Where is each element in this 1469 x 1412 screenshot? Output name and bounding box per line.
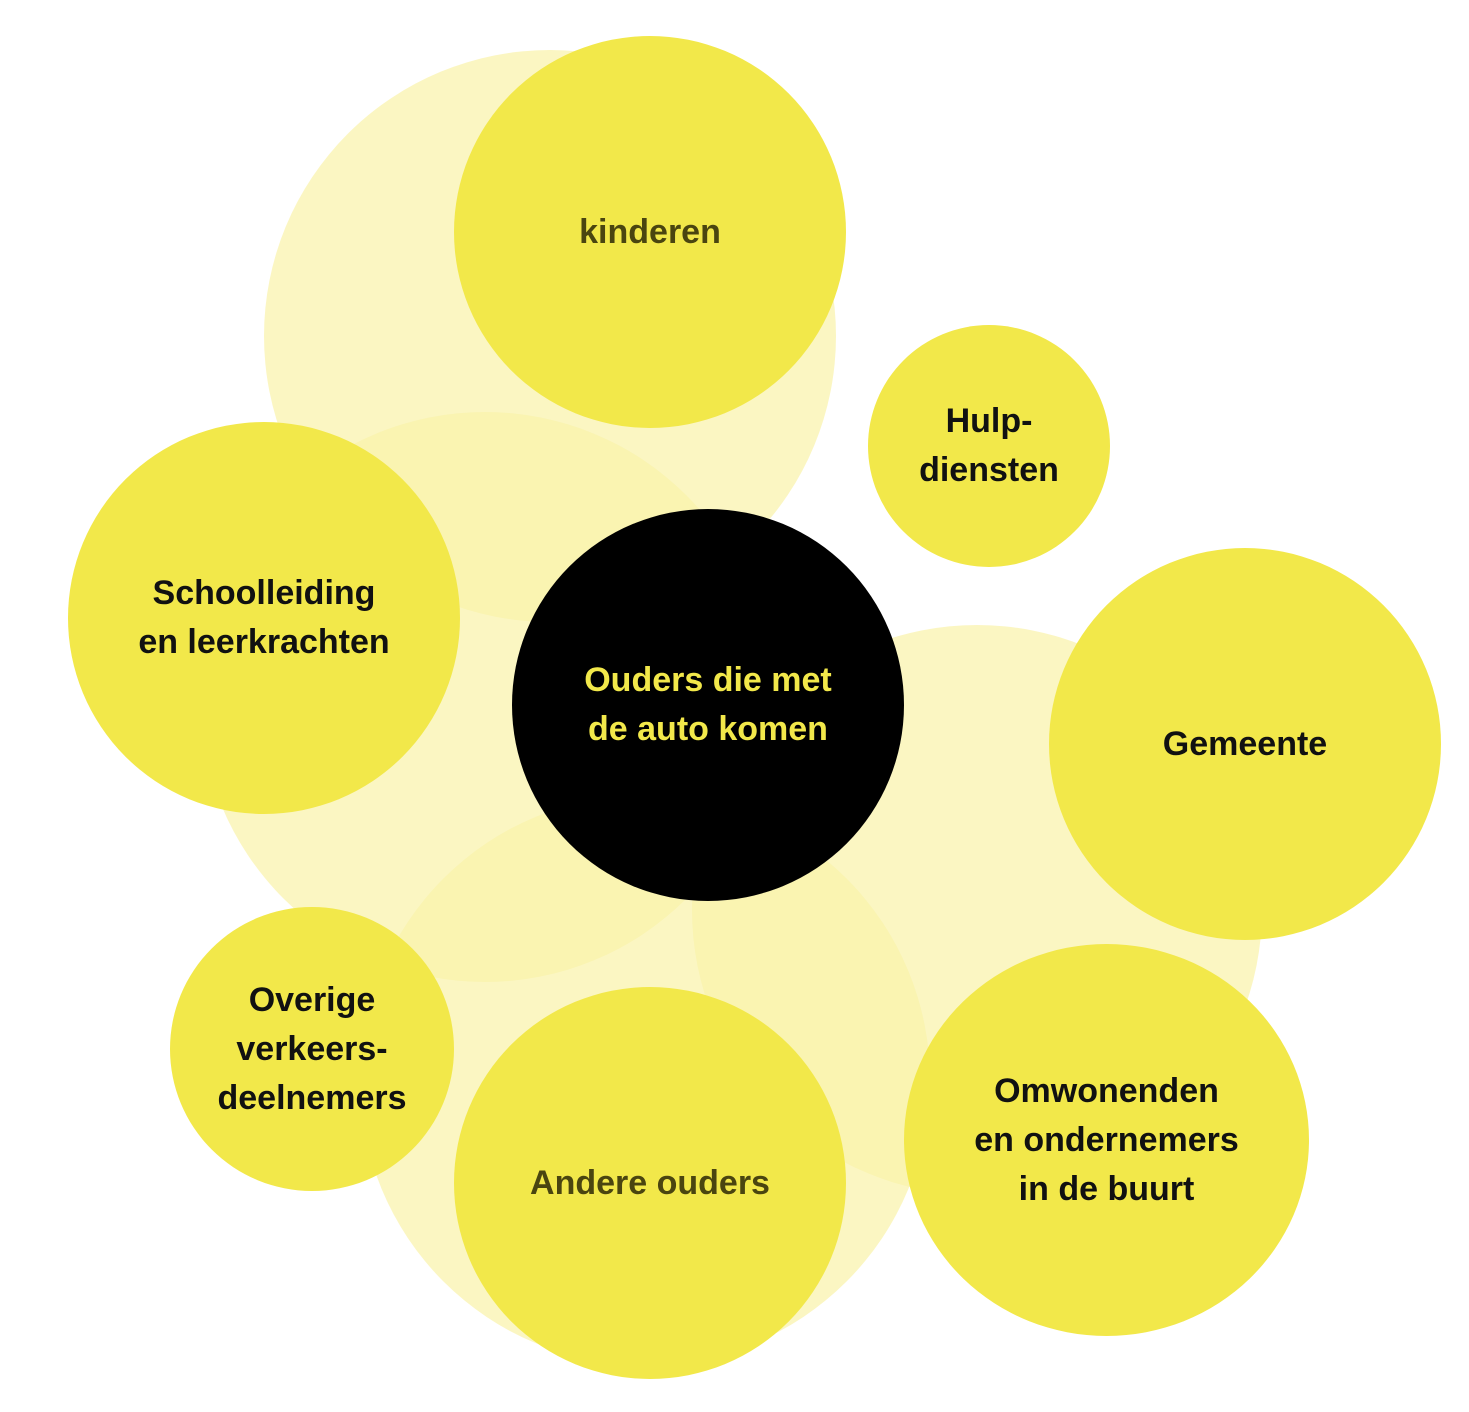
node-andere-ouders: Andere ouders (454, 987, 846, 1379)
node-kinderen: kinderen (454, 36, 846, 428)
node-gemeente: Gemeente (1049, 548, 1441, 940)
node-overige: Overige verkeers- deelnemers (170, 907, 454, 1191)
label-gemeente: Gemeente (1162, 724, 1328, 763)
label-omwonenden: Omwonenden en ondernemers in de buurt (974, 1071, 1239, 1208)
label-overige: Overige verkeers- deelnemers (217, 980, 407, 1117)
center-node: Ouders die met de auto komen (512, 509, 904, 901)
node-hulpdiensten: Hulp- diensten (868, 325, 1110, 567)
label-andere-ouders: Andere ouders (530, 1163, 770, 1202)
label-schoolleiding: Schoolleiding en leerkrachten (138, 574, 390, 661)
center-label: Ouders die met de auto komen (584, 661, 832, 748)
node-omwonenden: Omwonenden en ondernemers in de buurt (904, 944, 1309, 1336)
node-schoolleiding: Schoolleiding en leerkrachten (68, 422, 460, 814)
label-kinderen: kinderen (579, 212, 721, 251)
label-hulpdiensten: Hulp- diensten (919, 402, 1059, 489)
